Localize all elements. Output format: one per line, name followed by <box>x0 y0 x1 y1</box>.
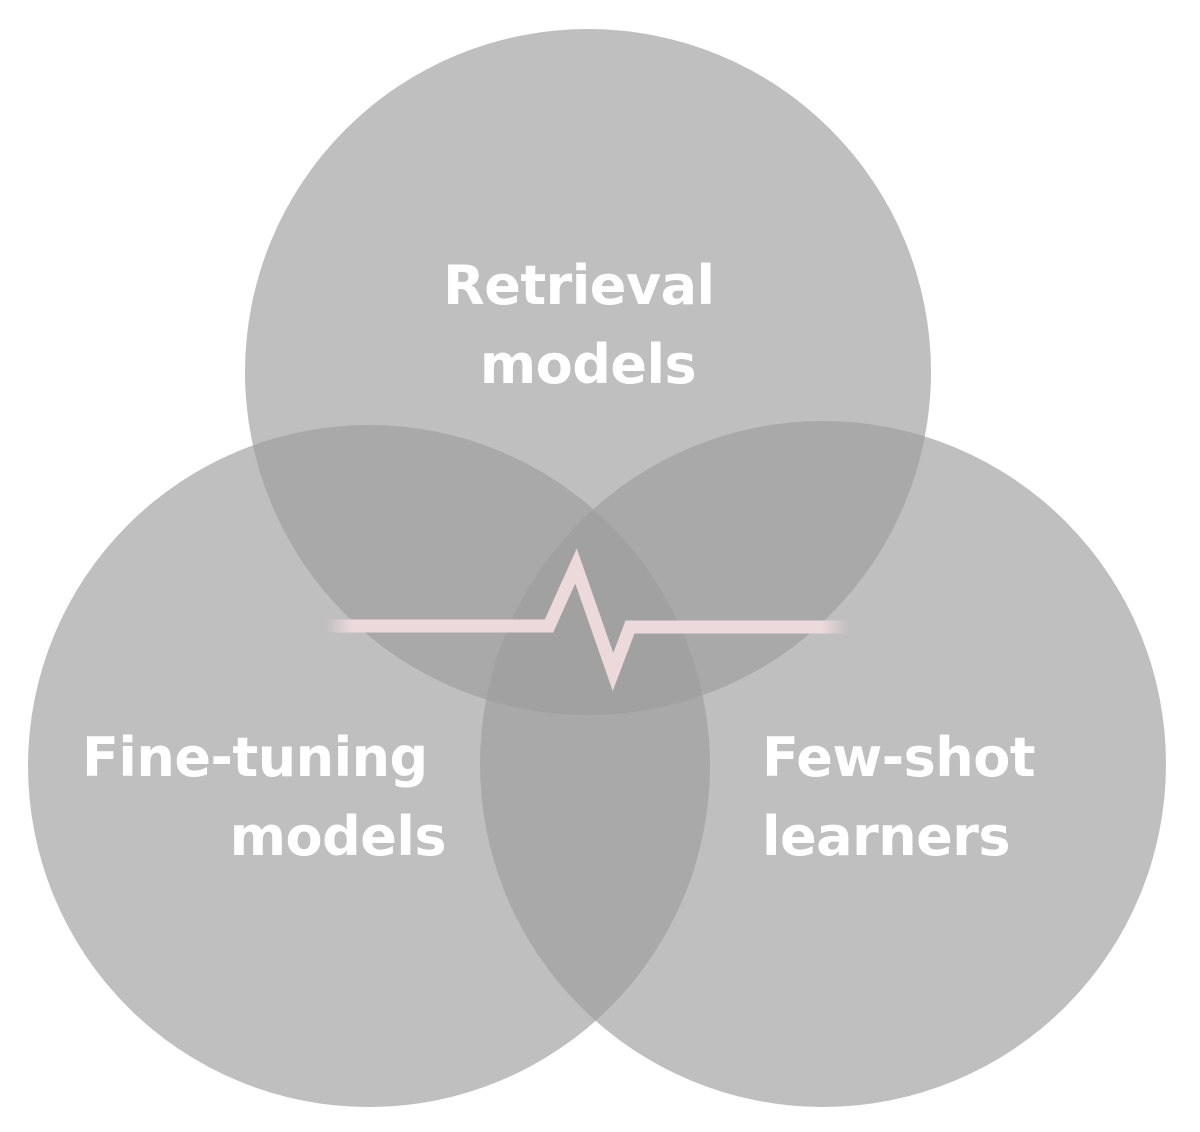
heartbeat-icon <box>326 548 848 692</box>
label-fine-tuning-line-1: Fine-tuning <box>82 726 428 789</box>
circle-few-shot-learners <box>480 421 1166 1107</box>
label-retrieval-line-2: models <box>480 333 696 396</box>
label-few-shot-line-1: Few-shot <box>762 726 1035 789</box>
label-retrieval-models: Retrieval models <box>443 254 733 396</box>
label-fine-tuning-line-2: models <box>230 805 446 868</box>
label-fine-tuning-models: Fine-tuning models <box>82 726 446 868</box>
label-retrieval-line-1: Retrieval <box>443 254 714 317</box>
label-few-shot-learners: Few-shot learners <box>762 726 1053 868</box>
label-few-shot-line-2: learners <box>762 805 1010 868</box>
